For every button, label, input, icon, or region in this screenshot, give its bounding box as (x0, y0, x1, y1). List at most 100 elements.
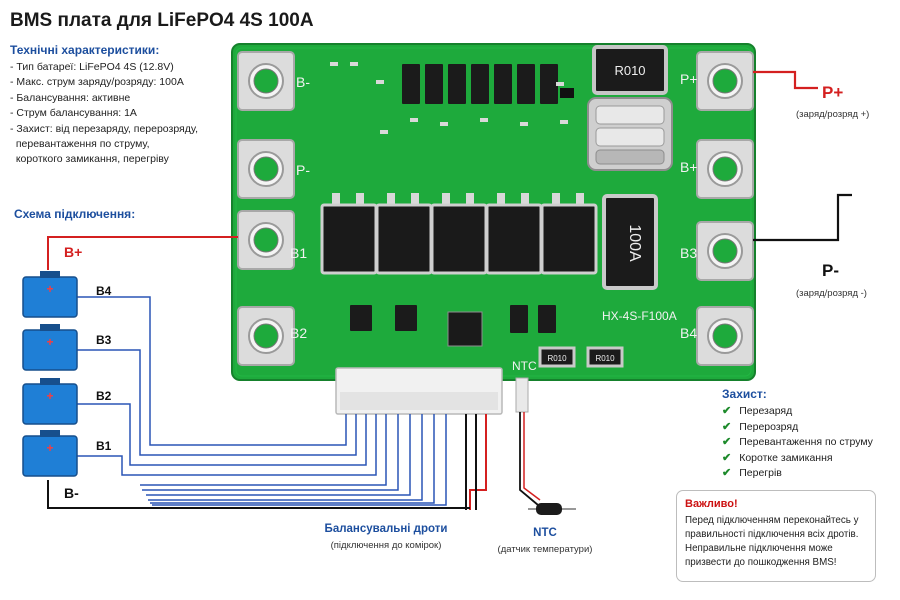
protection-list: ✔Перезаряд ✔Перерозряд ✔Перевантаження п… (722, 404, 873, 482)
board-model-label: HX-4S-F100A (602, 309, 677, 323)
pplus-label: P+ (822, 83, 843, 102)
warning-box: Важливо! Перед підключенням переконайтес… (676, 490, 876, 582)
pad-right-bplus (696, 139, 754, 199)
ntc-sub: (датчик температури) (498, 544, 593, 555)
top-driver-chips (402, 64, 558, 104)
battery-cell: + (22, 378, 78, 425)
warning-text: Перед підключенням переконайтесь у прави… (685, 515, 859, 568)
smd-parts (330, 62, 568, 134)
pad-left-b2 (237, 306, 295, 366)
ntc-wire (523, 412, 541, 501)
battery-cell: + (22, 271, 78, 318)
spec-item: - Балансування: активне (10, 91, 131, 104)
pplus-wire (753, 70, 818, 90)
check-icon: ✔ (722, 467, 732, 479)
cell-label-b1: B1 (96, 439, 112, 453)
ntc-connector (515, 377, 529, 413)
svg-text:+: + (46, 389, 53, 403)
mosfet (320, 193, 378, 275)
protection-title: Захист: (722, 387, 767, 401)
protection-item: ✔Перезаряд (722, 404, 873, 420)
pminus-sublabel: (заряд/розряд -) (796, 288, 867, 299)
pad-right-pplus (696, 51, 754, 111)
battery-cell: + (22, 430, 78, 477)
resistor-r010: R010 (538, 346, 576, 368)
svg-text:R010: R010 (547, 354, 567, 363)
cell-label-b3: B3 (96, 333, 112, 347)
ntc-title: NTC (533, 527, 557, 539)
protection-item: ✔Перегрів (722, 466, 873, 482)
pminus-wire (753, 193, 852, 242)
check-icon: ✔ (722, 451, 732, 464)
pad-left-bminus (237, 51, 295, 111)
cell-label-b2: B2 (96, 389, 112, 403)
cell-label-b4: B4 (96, 284, 112, 298)
specs-title: Технічні характеристики: (10, 43, 160, 57)
spec-item: перевантаження по струму, (10, 138, 150, 151)
check-icon: ✔ (722, 436, 732, 448)
control-ic (447, 311, 483, 347)
warning-title: Важливо! (685, 498, 738, 510)
protection-item: ✔Перерозряд (722, 420, 873, 436)
mosfet (430, 193, 488, 275)
shunt-100a: 100A (602, 194, 658, 290)
balance-connector (335, 367, 503, 415)
pad-right-b4 (696, 306, 754, 366)
pminus-label: P- (822, 261, 839, 280)
battery-cell: + (22, 324, 78, 371)
battery-pack: + + + + (22, 271, 78, 477)
spec-item: - Захист: від перезаряду, перерозряду, (10, 122, 198, 135)
ntc-wire (519, 412, 539, 506)
pad-label-pplus: P+ (680, 71, 698, 87)
mosfet-row (320, 193, 598, 275)
pad-right-b3 (696, 221, 754, 281)
svg-text:+: + (46, 282, 53, 296)
spec-item: - Макс. струм заряду/розряду: 100A (10, 76, 184, 89)
pad-label-b3: B3 (680, 245, 697, 261)
spec-item: - Тип батареї: LiFePO4 4S (12.8V) (10, 61, 174, 73)
svg-text:100A: 100A (626, 224, 643, 262)
svg-text:+: + (46, 335, 53, 349)
bminus-wire (47, 480, 470, 509)
balance-wire-red (469, 414, 487, 510)
smd-resistor (560, 88, 574, 98)
svg-text:R010: R010 (614, 63, 645, 78)
pad-label-b2: B2 (290, 325, 307, 341)
ntc-board-label: NTC (512, 359, 537, 373)
pad-left-pminus (237, 139, 295, 199)
pad-label-b4: B4 (680, 325, 697, 341)
pad-label-b1: B1 (290, 245, 307, 261)
pad-left-b1 (237, 210, 295, 270)
balance-wires (76, 296, 447, 506)
bplus-label: B+ (64, 244, 82, 260)
svg-text:R010: R010 (595, 354, 615, 363)
shunt-r010-top: R010 (592, 45, 668, 95)
pad-label-pminus: P- (296, 162, 310, 178)
bminus-label: B- (64, 485, 79, 501)
bplus-wire (47, 236, 238, 270)
bms-board: B- P- B1 B2 P+ B+ B3 B4 R010 (231, 43, 756, 381)
page-title: BMS плата для LiFePO4 4S 100A (10, 10, 314, 31)
check-icon: ✔ (722, 420, 732, 433)
pplus-sublabel: (заряд/розряд +) (796, 109, 869, 120)
specs-list: - Тип батареї: LiFePO4 4S (12.8V) - Макс… (10, 60, 235, 168)
pad-label-bplus: B+ (680, 159, 698, 175)
resistor-r010: R010 (586, 346, 624, 368)
mosfet (375, 193, 433, 275)
check-icon: ✔ (722, 405, 732, 417)
spec-item: короткого замикання, перегріву (10, 153, 169, 166)
mosfet (540, 193, 598, 275)
protection-item: ✔Коротке замикання (722, 451, 873, 467)
pad-label-bminus: B- (296, 74, 310, 90)
balance-wires-title: Балансувальні дроти (325, 523, 448, 535)
ntc-sensor (528, 503, 576, 515)
svg-text:+: + (46, 441, 53, 455)
balance-chips (350, 305, 556, 333)
balance-wires-sub: (підключення до комірок) (331, 540, 442, 551)
scheme-title: Схема підключення: (14, 207, 136, 221)
fuse-busbar (587, 97, 673, 171)
protection-item: ✔Перевантаження по струму (722, 435, 873, 451)
mosfet (485, 193, 543, 275)
spec-item: - Струм балансування: 1A (10, 107, 137, 120)
